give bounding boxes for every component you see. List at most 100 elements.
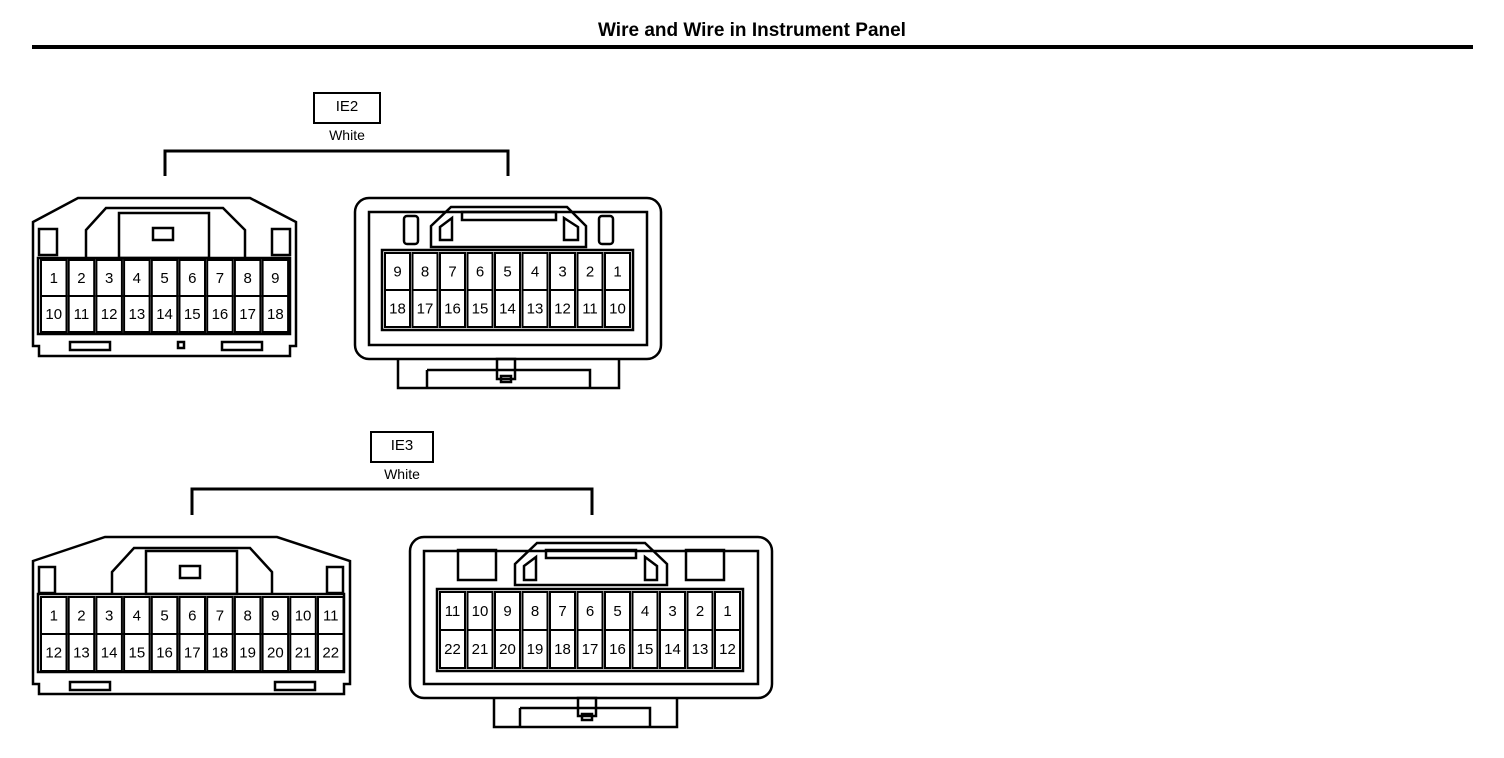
ie3-male-pin-label: 21 — [295, 645, 312, 662]
ie3-male-pin-label: 9 — [271, 608, 279, 625]
ie2-female-pin-label: 17 — [417, 301, 434, 318]
pairing-bracket-ie3 — [190, 487, 594, 515]
ie2-female-pin-label: 5 — [503, 264, 511, 281]
ie3-female-pin-label: 10 — [472, 603, 489, 620]
ie2-female-pin-cell — [439, 289, 466, 328]
ie2-female-pin-label: 4 — [531, 264, 539, 281]
ie3-female-pin-cell — [466, 629, 494, 669]
ie2-female-pin-cell — [494, 289, 521, 328]
ie3-male-pin-label: 7 — [216, 608, 224, 625]
connector-color-ie3: White — [384, 466, 420, 482]
ie2-male-pin-cell — [40, 295, 68, 333]
ie2-male-pin-label: 12 — [101, 306, 118, 323]
ie3-male-pin-label: 22 — [322, 645, 339, 662]
pairing-bracket-ie2 — [163, 149, 510, 176]
ie2-female-pin-label: 2 — [586, 264, 594, 281]
ie3-female-pin-label: 20 — [499, 641, 516, 658]
ie3-male-pin-cell — [123, 633, 151, 672]
ie2-male-pin-cell — [206, 295, 234, 333]
ie2-female-pin-cell — [549, 289, 576, 328]
ie2-female-pin-cell — [521, 289, 549, 328]
ie2-male-pin-label: 9 — [271, 270, 279, 287]
ie2-female-pin-cell — [466, 289, 494, 328]
ie3-male-pin-label: 6 — [188, 608, 196, 625]
ie3-female-pin-cell — [576, 629, 604, 669]
ie2-female-pin-label: 18 — [389, 301, 406, 318]
ie2-male-pin-label: 3 — [105, 270, 113, 287]
ie3-female-pin-label: 15 — [637, 641, 654, 658]
ie3-male-pin-label: 8 — [243, 608, 251, 625]
ie2-male-pin-cell — [233, 295, 262, 333]
ie3-female-pin-label: 14 — [664, 641, 681, 658]
ie2-female-pin-label: 12 — [554, 301, 571, 318]
ie2-male-pin-cell — [178, 295, 206, 333]
ie2-male-pin-label: 1 — [50, 270, 58, 287]
connector-code-ie2: IE2 — [313, 92, 381, 124]
ie3-female-pin-label: 3 — [668, 603, 676, 620]
ie2-male-pin-label: 10 — [45, 306, 62, 323]
ie3-female-pin-cell — [521, 629, 549, 669]
ie3-female-pin-cell — [686, 629, 714, 669]
ie3-female-pin-cell — [631, 629, 659, 669]
ie2-male-pin-cell — [261, 295, 290, 333]
ie3-male-pin-cell — [95, 633, 123, 672]
ie2-female-pin-cell — [411, 289, 439, 328]
ie3-male-pin-cell — [317, 633, 345, 672]
ie3-male-pin-label: 14 — [101, 645, 118, 662]
ie3-female-pin-label: 9 — [503, 603, 511, 620]
ie2-female-pin-label: 13 — [527, 301, 544, 318]
ie3-male-pin-cell — [261, 633, 290, 672]
ie3-female-pin-cell — [439, 629, 466, 669]
ie3-female-pin-label: 8 — [531, 603, 539, 620]
ie3-female-pin-label: 17 — [582, 641, 599, 658]
ie3-female-pin-label: 16 — [609, 641, 626, 658]
ie3-male-pin-label: 13 — [73, 645, 90, 662]
ie2-female-pin-label: 16 — [444, 301, 461, 318]
ie3-female-pin-label: 19 — [527, 641, 544, 658]
ie2-male-pin-label: 15 — [184, 306, 201, 323]
ie3-female-pin-label: 1 — [723, 603, 731, 620]
ie3-male-pin-label: 12 — [45, 645, 62, 662]
ie2-male-pin-label: 8 — [243, 270, 251, 287]
ie3-male-pin-label: 3 — [105, 608, 113, 625]
ie2-female-pin-label: 7 — [448, 264, 456, 281]
page-title: Wire and Wire in Instrument Panel — [598, 20, 906, 41]
ie3-female-pin-cell — [604, 629, 631, 669]
ie3-female-pin-label: 13 — [692, 641, 709, 658]
ie2-male-pin-label: 14 — [156, 306, 173, 323]
ie2-male-pin-cell — [67, 295, 96, 333]
ie3-male-pin-label: 10 — [295, 608, 312, 625]
ie3-female-pin-cell — [659, 629, 686, 669]
ie3-female-pin-label: 5 — [613, 603, 621, 620]
ie2-female-pin-label: 14 — [499, 301, 516, 318]
ie2-male-pin-label: 13 — [129, 306, 146, 323]
connector-code-ie3: IE3 — [370, 431, 434, 463]
ie3-male-pin-label: 4 — [133, 608, 141, 625]
ie3-male-pin-cell — [40, 633, 68, 672]
ie2-female-pin-cell — [384, 289, 411, 328]
ie3-female-pin-label: 21 — [472, 641, 489, 658]
connector-color-ie2: White — [329, 127, 365, 143]
ie2-female-pin-cell — [604, 289, 631, 328]
ie3-male-pin-label: 15 — [129, 645, 146, 662]
ie3-female-pin-label: 7 — [558, 603, 566, 620]
ie3-female-pin-label: 6 — [586, 603, 594, 620]
ie3-male-pin-label: 19 — [239, 645, 256, 662]
ie2-female-pin-label: 15 — [472, 301, 489, 318]
ie2-female-pin-label: 6 — [476, 264, 484, 281]
ie3-male-pin-cell — [67, 633, 96, 672]
ie2-male-pin-label: 2 — [77, 270, 85, 287]
ie3-male-pin-label: 18 — [212, 645, 229, 662]
ie3-male-pin-label: 2 — [77, 608, 85, 625]
ie2-female-pin-label: 1 — [613, 264, 621, 281]
ie2-male-pin-label: 7 — [216, 270, 224, 287]
ie3-male-pin-label: 17 — [184, 645, 201, 662]
title-rule — [32, 45, 1473, 49]
ie3-male-pin-label: 16 — [156, 645, 173, 662]
ie3-male-pin-label: 1 — [50, 608, 58, 625]
ie3-female-pin-label: 11 — [445, 603, 461, 620]
ie2-female-pin-label: 11 — [582, 301, 598, 318]
